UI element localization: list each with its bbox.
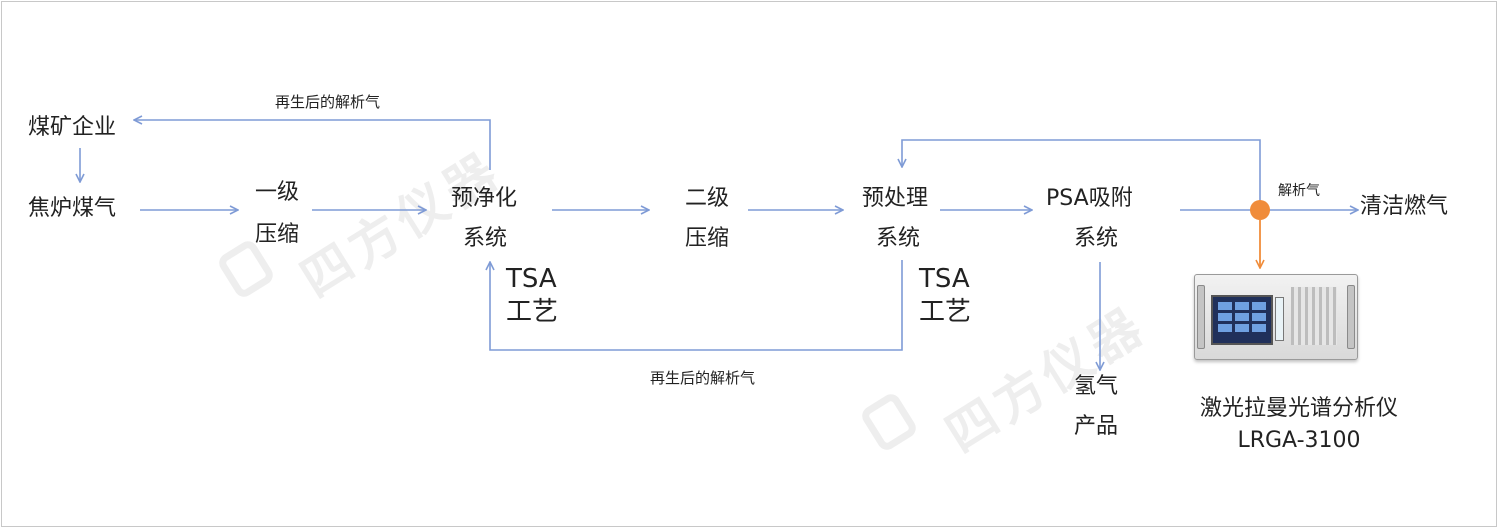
node-prepurify-line2: 系统 [463, 226, 508, 251]
device-handle-left [1197, 285, 1205, 349]
node-stage2-line2: 压缩 [685, 226, 730, 251]
node-psa-line2: 系统 [1074, 226, 1119, 251]
node-stage1-line1: 一级 [255, 180, 300, 205]
label-regen-bottom: 再生后的解析气 [650, 369, 756, 387]
arrow-desorb-to-pretreat [902, 139, 1261, 210]
arrow-tsa-loop [490, 260, 903, 351]
node-coke-oven-gas: 焦炉煤气 [28, 196, 117, 221]
device-vents [1291, 287, 1337, 345]
node-tsa2-line1: TSA [919, 264, 970, 294]
device-screen [1211, 295, 1273, 345]
node-coal-mine: 煤矿企业 [28, 115, 117, 140]
instrument-name: 激光拉曼光谱分析仪 [1199, 396, 1398, 421]
node-psa-line1: PSA吸附 [1046, 186, 1133, 211]
arrow-regen-to-mine [134, 120, 491, 170]
device-flowmeter [1275, 297, 1284, 341]
node-stage2-line1: 二级 [685, 186, 730, 211]
node-pretreat-line1: 预处理 [862, 186, 929, 211]
tap-point [1250, 200, 1270, 220]
raman-analyzer-device [1194, 274, 1358, 360]
node-hydrogen-line1: 氢气 [1074, 374, 1119, 399]
node-stage1-line2: 压缩 [255, 222, 300, 247]
node-clean-fuel: 清洁燃气 [1360, 194, 1449, 219]
label-regen-top: 再生后的解析气 [275, 93, 381, 111]
instrument-model: LRGA-3100 [1237, 428, 1361, 453]
device-handle-right [1347, 285, 1355, 349]
node-hydrogen-line2: 产品 [1074, 414, 1119, 439]
node-tsa2-line2: 工艺 [919, 297, 972, 327]
label-desorb-gas: 解析气 [1278, 183, 1320, 199]
node-tsa1-line1: TSA [506, 264, 557, 294]
node-tsa1-line2: 工艺 [506, 297, 559, 327]
node-prepurify-line1: 预净化 [451, 186, 518, 211]
node-pretreat-line2: 系统 [876, 226, 921, 251]
